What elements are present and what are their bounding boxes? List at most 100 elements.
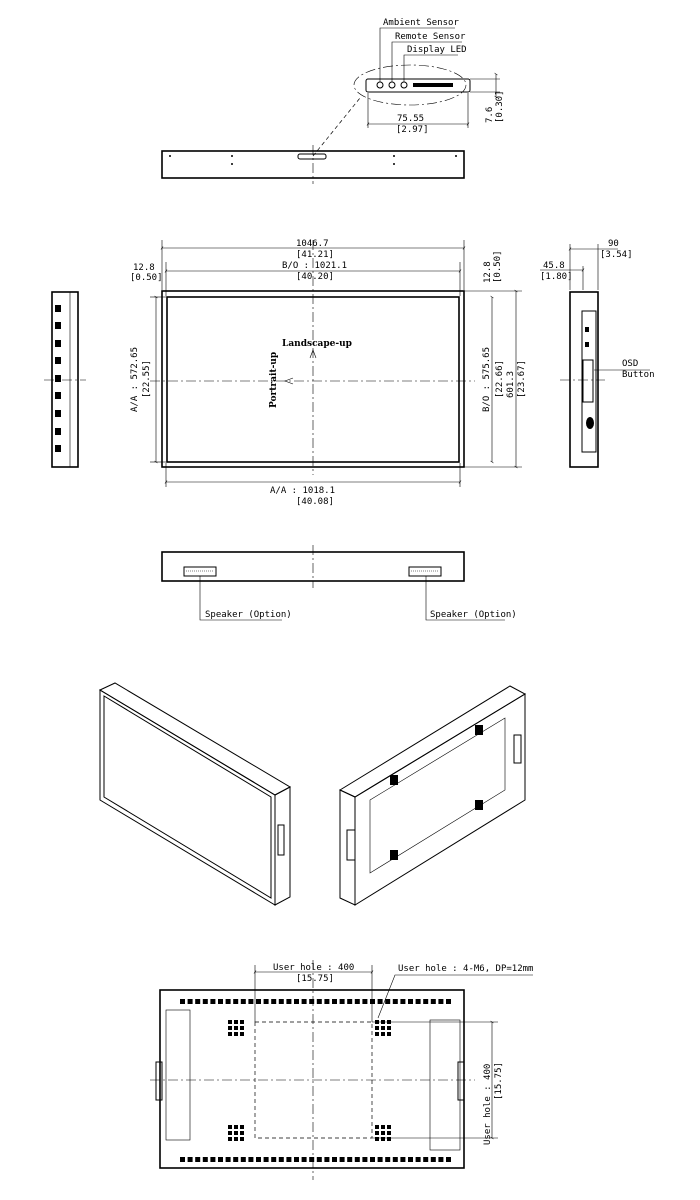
- vent-hole: [240, 1137, 244, 1141]
- vent-hole: [278, 999, 284, 1004]
- vent-hole: [415, 999, 421, 1004]
- vent-hole: [286, 1157, 292, 1162]
- vent-hole: [294, 1157, 299, 1162]
- vent-hole: [385, 1157, 391, 1162]
- speaker-grille-left: [183, 566, 217, 577]
- vent-hole: [324, 999, 330, 1004]
- side-vent: [55, 375, 61, 382]
- vent-hole: [240, 1157, 246, 1162]
- vent-hole: [234, 1032, 238, 1036]
- bezel-top-in: [0.50]: [493, 250, 503, 283]
- vent-hole: [240, 1026, 244, 1030]
- isometric-rear-view: [338, 685, 527, 906]
- vent-hole: [271, 1157, 277, 1162]
- vent-hole: [375, 1026, 379, 1030]
- vent-hole: [381, 1026, 385, 1030]
- vent-hole: [387, 1026, 391, 1030]
- portrait-up-label: Portrait-up: [269, 352, 279, 408]
- vent-hole: [256, 999, 261, 1004]
- vent-hole: [248, 1157, 254, 1162]
- depth-in: [3.54]: [600, 250, 633, 260]
- overall-height-in: [23.67]: [517, 360, 527, 398]
- overall-height-mm: 601.3: [506, 371, 516, 398]
- aa-width-mm: A/A : 1018.1: [270, 486, 335, 496]
- remote-sensor-label: Remote Sensor: [395, 32, 466, 42]
- vent-hole: [347, 999, 353, 1004]
- vent-hole: [354, 999, 360, 1004]
- vent-hole: [240, 1125, 244, 1129]
- speaker-left-label: Speaker (Option): [205, 610, 292, 620]
- power-connector-icon: [586, 417, 594, 429]
- sensor-strip-small: [297, 153, 327, 160]
- vent-hole: [228, 1125, 232, 1129]
- vent-hole: [195, 999, 201, 1004]
- side-vent: [55, 392, 61, 399]
- bezel-top-mm: 12.8: [483, 261, 493, 283]
- speaker-right-label: Speaker (Option): [430, 610, 517, 620]
- display-led-label: Display LED: [407, 45, 467, 55]
- vent-hole: [187, 999, 193, 1004]
- side-vent: [55, 340, 61, 347]
- user-hole-h-in: [15.75]: [296, 974, 334, 984]
- vent-hole: [430, 999, 436, 1004]
- vent-hole: [187, 1157, 193, 1162]
- ambient-sensor-icon: [376, 81, 384, 89]
- vent-hole: [233, 1157, 239, 1162]
- vent-hole: [375, 1032, 379, 1036]
- vent-hole: [324, 1157, 330, 1162]
- vent-hole: [233, 999, 239, 1004]
- vent-hole: [347, 1157, 353, 1162]
- vent-hole: [362, 999, 368, 1004]
- vent-hole: [218, 999, 223, 1004]
- detail-height-in: [0.30]: [495, 90, 505, 123]
- vent-hole: [228, 1032, 232, 1036]
- logo-mark: [413, 83, 453, 87]
- vent-hole: [228, 1020, 232, 1024]
- vent-hole: [309, 999, 315, 1004]
- vent-hole: [256, 1157, 261, 1162]
- top-view: [161, 145, 465, 184]
- vent-hole: [446, 999, 451, 1004]
- vent-hole: [339, 1157, 345, 1162]
- vent-hole: [240, 999, 246, 1004]
- isometric-front-view: [98, 682, 292, 906]
- vent-hole: [375, 1137, 379, 1141]
- osd-label-line2: Button: [622, 370, 655, 380]
- vent-hole: [286, 999, 292, 1004]
- vent-hole: [263, 1157, 269, 1162]
- vent-hole: [271, 999, 277, 1004]
- detail-ellipse: [353, 64, 467, 106]
- vent-hole: [225, 1157, 231, 1162]
- vent-hole: [370, 1157, 375, 1162]
- vent-hole: [423, 1157, 429, 1162]
- vent-hole: [385, 999, 391, 1004]
- user-hole-spec: User hole : 4-M6, DP=12mm: [398, 964, 533, 974]
- vent-hole: [316, 1157, 322, 1162]
- vent-hole: [218, 1157, 223, 1162]
- portrait-arrow-icon: [284, 377, 294, 385]
- bo-width-mm: B/O : 1021.1: [282, 261, 347, 271]
- detail-width-in: [2.97]: [396, 125, 429, 135]
- aa-height-in: [22.55]: [142, 360, 152, 398]
- vent-hole: [387, 1032, 391, 1036]
- display-led-icon: [400, 81, 408, 89]
- vent-hole: [408, 999, 413, 1004]
- vent-hole: [430, 1157, 436, 1162]
- ambient-sensor-label: Ambient Sensor: [383, 18, 459, 28]
- overall-width-in: [41.21]: [296, 250, 334, 260]
- vent-hole: [210, 1157, 216, 1162]
- side-vent: [55, 445, 61, 452]
- vent-hole: [446, 1157, 451, 1162]
- vent-hole: [332, 1157, 337, 1162]
- vent-hole: [240, 1020, 244, 1024]
- vent-hole: [225, 999, 231, 1004]
- vent-hole: [240, 1131, 244, 1135]
- vent-hole: [387, 1125, 391, 1129]
- vent-hole: [387, 1137, 391, 1141]
- aa-height-mm: A/A : 572.65: [130, 347, 140, 412]
- vent-hole: [438, 1157, 444, 1162]
- vent-hole: [180, 999, 185, 1004]
- vent-hole: [228, 1026, 232, 1030]
- bezel-left-in: [0.50]: [130, 273, 163, 283]
